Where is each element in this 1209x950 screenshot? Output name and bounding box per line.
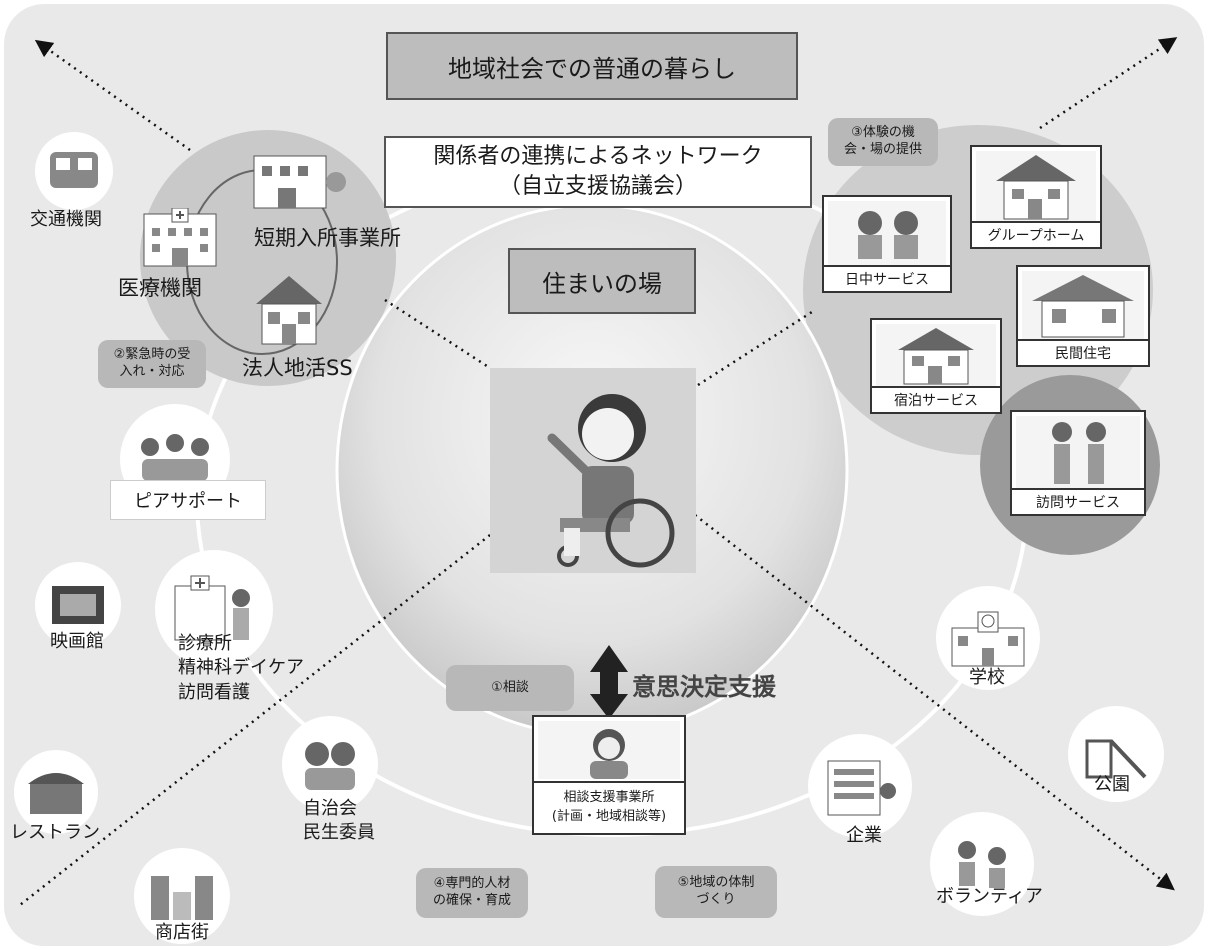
- residents-assoc-labels: 自治会 民生委員: [303, 797, 375, 846]
- label-shopping-street: 商店街: [155, 922, 209, 943]
- pill-emergency-line2: 入れ・対応: [119, 364, 185, 379]
- label-short-stay: 短期入所事業所: [254, 226, 401, 250]
- consultation-office-caption: 相談支援事業所 (計画・地域相談等): [534, 781, 684, 833]
- transport-circle: [35, 132, 113, 210]
- title-box-community-life: 地域社会での普通の暮らし: [386, 32, 798, 100]
- volunteer-circle: [930, 812, 1034, 916]
- card-overnight-service: 宿泊サービス: [870, 318, 1002, 414]
- arrow-top-right: [1039, 37, 1178, 130]
- visiting-staff-icon: [1016, 416, 1140, 488]
- restaurant-icon: [28, 773, 84, 814]
- title-network: 関係者の連携によるネットワーク: [433, 144, 763, 170]
- private-house-icon: [1022, 271, 1144, 339]
- group-home-icon: [976, 151, 1096, 221]
- title-community-life: 地域社会での普通の暮らし: [448, 54, 736, 83]
- pill-regional-line1: ⑤地域の体制: [677, 875, 755, 891]
- label-peer-support: ピアサポート: [134, 491, 242, 512]
- label-park: 公園: [1094, 774, 1130, 795]
- pill-regional-line2: づくり: [696, 892, 736, 907]
- park-circle: [1068, 706, 1164, 802]
- pill-experience-line1: ③体験の機: [851, 125, 915, 141]
- short-stay-building-icon: [250, 152, 350, 212]
- residents-assoc-circle: [282, 716, 378, 812]
- company-building-icon: [827, 760, 896, 816]
- volunteer-people-icon: [958, 841, 1006, 888]
- two-people-icon: [305, 742, 355, 790]
- label-private-housing: 民間住宅: [1018, 339, 1148, 365]
- pill-regional-system: ⑤地域の体制 づくり: [655, 866, 777, 918]
- consultation-office-line1: 相談支援事業所: [563, 790, 655, 806]
- school-icon: [951, 611, 1025, 667]
- day-service-icon: [828, 201, 946, 265]
- person-wheelchair-illustration: [490, 368, 696, 573]
- label-overnight-service: 宿泊サービス: [872, 386, 1000, 412]
- hospital-icon: [140, 208, 220, 268]
- card-consultation-office: 相談支援事業所 (計画・地域相談等): [532, 715, 686, 835]
- pill-experience: ③体験の機 会・場の提供: [828, 118, 938, 166]
- label-residents-assoc: 自治会: [303, 798, 357, 819]
- card-group-home: グループホーム: [970, 145, 1102, 249]
- cinema-circle: [35, 562, 121, 648]
- pill-specialist-line1: ④専門的人材: [433, 876, 511, 892]
- label-company: 企業: [846, 825, 882, 846]
- label-day-service: 日中サービス: [824, 265, 950, 291]
- consultant-icon: [538, 721, 680, 779]
- label-cinema: 映画館: [50, 631, 104, 652]
- school-circle: [936, 586, 1040, 690]
- clinic-icon: [174, 575, 250, 641]
- label-volunteer: ボランティア: [936, 886, 1043, 907]
- train-icon: [50, 152, 98, 188]
- group-people-icon: [141, 434, 209, 481]
- label-welfare-commissioner: 民生委員: [303, 822, 375, 844]
- restaurant-circle: [14, 750, 98, 834]
- pill-consultation-label: ①相談: [491, 679, 529, 695]
- peer-support-box: ピアサポート: [110, 480, 266, 520]
- clinic-labels: 診療所 精神科デイケア 訪問看護: [178, 632, 304, 705]
- park-slide-icon: [1085, 739, 1147, 779]
- pill-emergency: ②緊急時の受 入れ・対応: [98, 340, 206, 388]
- label-group-home: グループホーム: [972, 221, 1100, 247]
- card-day-service: 日中サービス: [822, 195, 952, 293]
- line-bottom-left: [19, 534, 491, 906]
- label-school: 学校: [969, 667, 1005, 688]
- pill-experience-line2: 会・場の提供: [843, 142, 922, 157]
- clinic-circle: [155, 550, 273, 668]
- label-visiting-service: 訪問サービス: [1012, 488, 1144, 514]
- pill-specialist-line2: の確保・育成: [432, 893, 511, 908]
- pill-specialist: ④専門的人材 の確保・育成: [416, 868, 528, 918]
- title-residence: 住まいの場: [542, 269, 662, 298]
- card-visiting-service: 訪問サービス: [1010, 410, 1146, 516]
- label-clinic: 診療所: [178, 633, 232, 654]
- label-medical: 医療機関: [118, 276, 202, 300]
- shopping-street-icon: [151, 876, 213, 920]
- label-restaurant: レストラン: [10, 822, 100, 843]
- label-transport: 交通機関: [30, 209, 102, 230]
- title-box-network: 関係者の連携によるネットワーク （自立支援協議会）: [384, 136, 812, 208]
- overnight-house-icon: [876, 324, 996, 386]
- decision-double-arrow: [590, 645, 628, 719]
- cinema-icon: [52, 586, 104, 624]
- card-private-housing: 民間住宅: [1016, 265, 1150, 367]
- shopping-street-circle: [134, 848, 230, 944]
- pill-emergency-line1: ②緊急時の受: [113, 347, 191, 363]
- wheelchair-user-icon: [547, 394, 675, 568]
- title-box-residence: 住まいの場: [508, 248, 696, 314]
- label-decision-support: 意思決定支援: [632, 673, 776, 701]
- consultation-office-line2: (計画・地域相談等): [551, 809, 667, 824]
- house-icon: [254, 274, 324, 346]
- pill-consultation: ①相談: [446, 665, 574, 711]
- label-corporate-ss: 法人地活SS: [242, 356, 353, 380]
- label-psych-daycare: 精神科デイケア: [178, 657, 304, 679]
- title-network-sub: （自立支援協議会）: [498, 174, 697, 199]
- label-home-nursing: 訪問看護: [178, 681, 250, 703]
- company-circle: [808, 734, 912, 838]
